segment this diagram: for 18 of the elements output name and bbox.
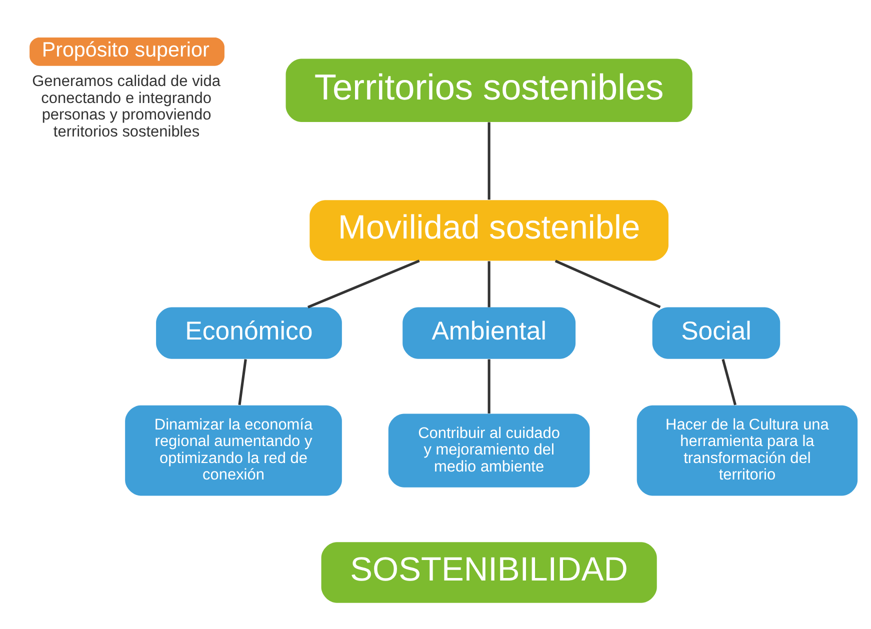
node-box: Económico (156, 306, 342, 358)
connector (554, 259, 661, 308)
node-label: Generamos calidad de vida conectando e integrando personas y promoviendo territorios sostenibles (32, 72, 220, 140)
node-box: Movilidad sostenible (310, 200, 668, 260)
connector (488, 260, 490, 307)
node-box: Ambiental (402, 306, 576, 358)
node-box: Social (652, 306, 780, 358)
node-box: Dinamizar la economía regional aumentando y optimizando la red de conexión (125, 404, 342, 496)
connector (488, 358, 490, 413)
connector (488, 122, 490, 200)
connector (307, 259, 420, 308)
node-box: Propósito superior (30, 37, 224, 66)
node-box: SOSTENIBILIDAD (321, 542, 657, 602)
node-box: Territorios sostenibles (286, 58, 692, 122)
connector (722, 358, 737, 405)
node-box: Contribuir al cuidado y mejoramiento del medio ambiente (388, 413, 590, 487)
connector (238, 358, 247, 405)
node-box: Hacer de la Cultura una herramienta para la transformación del territorio (636, 404, 858, 496)
